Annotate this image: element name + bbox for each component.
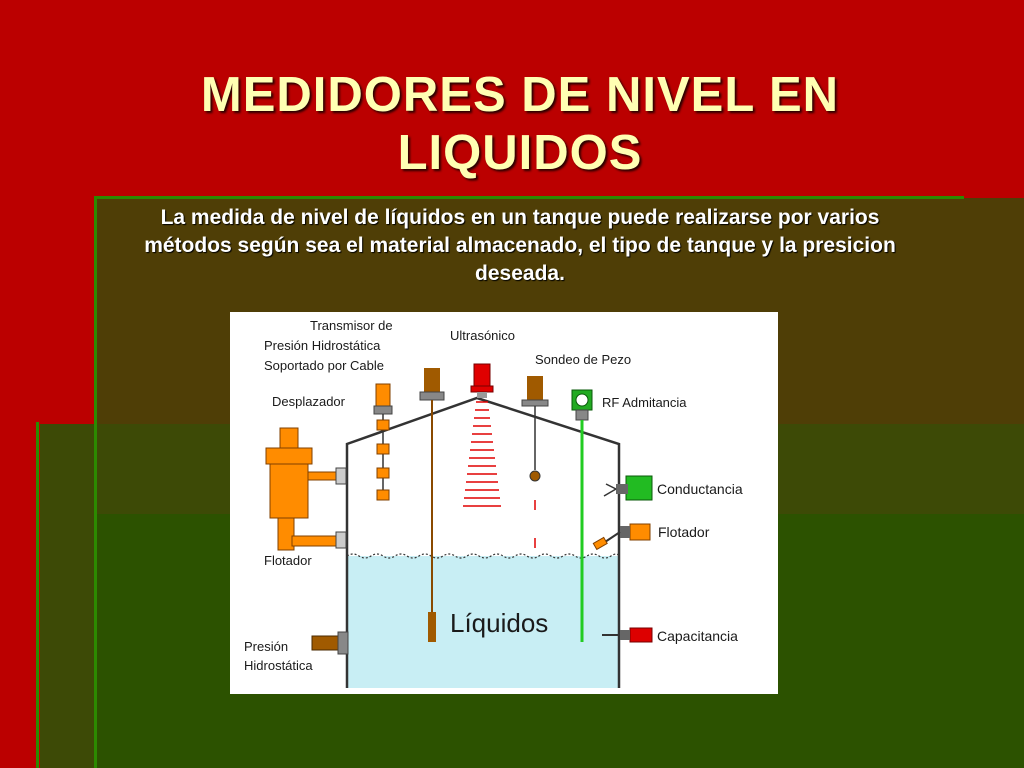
right-float-switch [592, 523, 651, 551]
label-transmisor-3: Soportado por Cable [264, 358, 384, 373]
weight-sounding-device [521, 376, 549, 548]
slide-body-text: La medida de nivel de líquidos en un tan… [144, 206, 896, 285]
liquid-surface [346, 553, 620, 559]
tank-liquid [347, 556, 619, 688]
label-conductancia: Conductancia [657, 481, 743, 497]
external-float-chamber [265, 427, 347, 551]
label-flotador-right: Flotador [658, 524, 710, 540]
label-presion-2: Hidrostática [244, 658, 313, 673]
label-capacitancia: Capacitancia [657, 628, 738, 644]
cable-pressure-transmitter [419, 368, 445, 642]
slide-title: MEDIDORES DE NIVEL EN LIQUIDOS [200, 68, 840, 180]
label-sondeo: Sondeo de Pezo [535, 352, 631, 367]
label-desplazador: Desplazador [272, 394, 346, 409]
label-presion-1: Presión [244, 639, 288, 654]
label-liquidos: Líquidos [450, 608, 548, 638]
rf-admittance-probe [571, 389, 593, 642]
label-flotador-left: Flotador [264, 553, 312, 568]
level-meters-diagram: Transmisor de Presión Hidrostática Sopor… [230, 312, 778, 694]
ultrasonic-beam [463, 401, 501, 507]
label-transmisor-2: Presión Hidrostática [264, 338, 381, 353]
conductance-sensor [603, 475, 653, 501]
hydrostatic-pressure-sensor [311, 631, 349, 655]
displacer-device [373, 383, 393, 501]
decorative-line [36, 422, 39, 768]
ultrasonic-sensor [470, 363, 494, 398]
capacitance-sensor [602, 627, 653, 643]
label-ultrasonico: Ultrasónico [450, 328, 515, 343]
decorative-line [96, 196, 964, 199]
label-rf-admitancia: RF Admitancia [602, 395, 687, 410]
label-transmisor-1: Transmisor de [310, 318, 393, 333]
decorative-line [94, 196, 97, 768]
